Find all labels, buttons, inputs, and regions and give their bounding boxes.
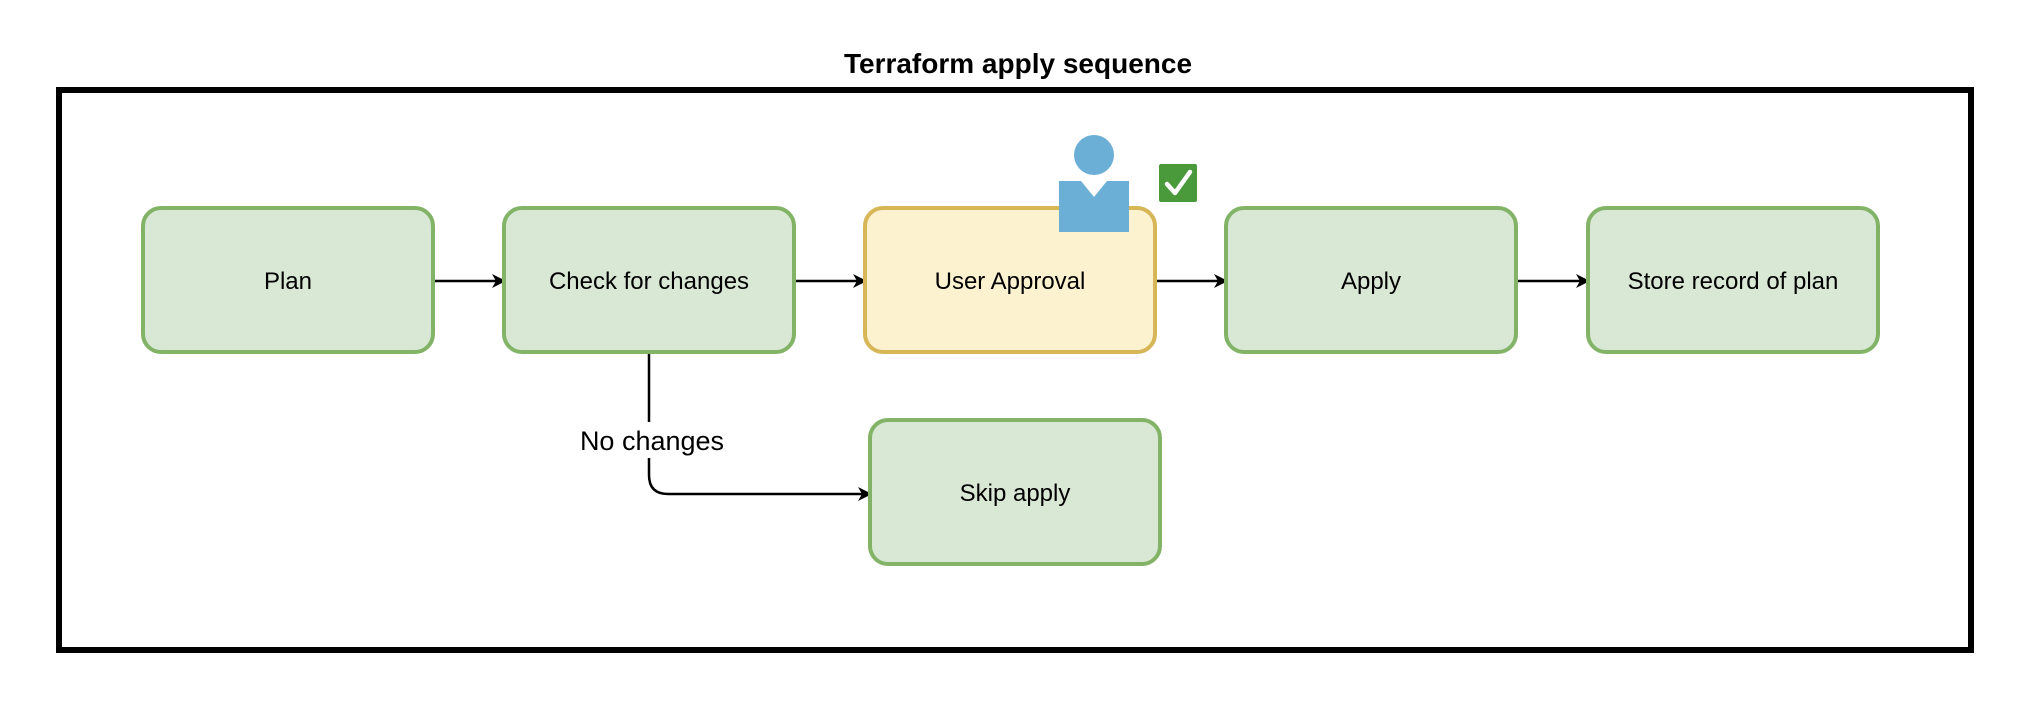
edge-label-no-changes: No changes: [580, 426, 724, 456]
node-store-label: Store record of plan: [1628, 268, 1839, 295]
edge-label-bg: [580, 422, 720, 458]
node-apply: Apply: [1224, 206, 1518, 354]
user-icon: [1059, 135, 1129, 232]
node-approval-label: User Approval: [935, 268, 1086, 295]
node-store-record: Store record of plan: [1586, 206, 1880, 354]
node-plan-label: Plan: [264, 268, 312, 295]
node-apply-label: Apply: [1341, 268, 1401, 295]
node-plan: Plan: [141, 206, 435, 354]
edge-check-to-skip: [647, 354, 872, 501]
node-skip-label: Skip apply: [960, 480, 1071, 507]
node-check-for-changes: Check for changes: [502, 206, 796, 354]
checkmark-icon: [1159, 164, 1197, 202]
edges: [434, 274, 1590, 501]
node-check-label: Check for changes: [549, 268, 749, 295]
node-user-approval: User Approval: [863, 206, 1157, 354]
node-skip-apply: Skip apply: [868, 418, 1162, 566]
diagram-title: Terraform apply sequence: [843, 48, 1193, 79]
diagram-frame: [56, 87, 1974, 653]
